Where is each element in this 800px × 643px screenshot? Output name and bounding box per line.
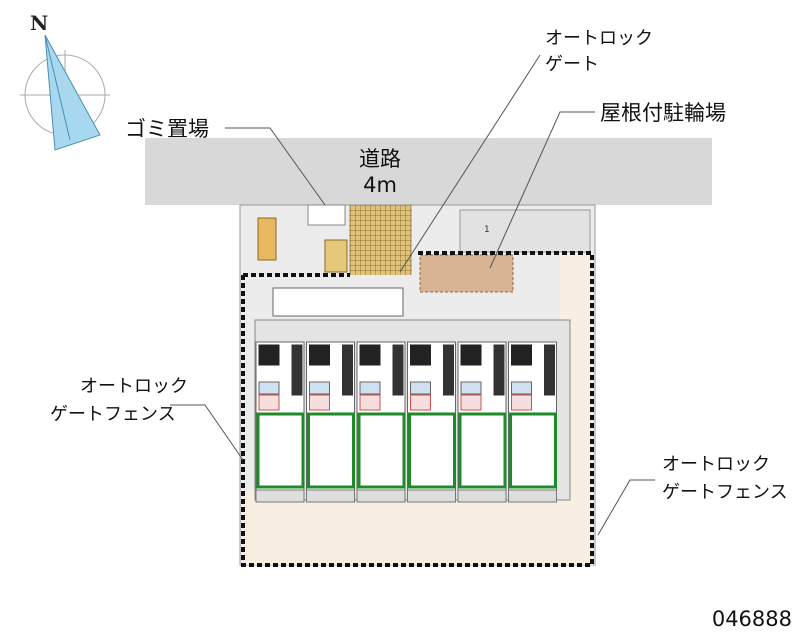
- balcony: [356, 489, 406, 503]
- fence-right-label-1: オートロック: [662, 454, 770, 475]
- north-compass-icon: N: [20, 11, 110, 151]
- storage: [443, 344, 454, 396]
- washroom: [511, 394, 532, 411]
- kitchen: [511, 344, 532, 366]
- bathroom: [410, 381, 431, 395]
- washroom: [258, 394, 280, 411]
- storage: [342, 344, 353, 396]
- kitchen: [410, 344, 431, 366]
- property-code: 046888: [712, 607, 792, 631]
- washroom: [309, 394, 330, 411]
- washroom: [410, 394, 431, 411]
- parking-space: [459, 209, 591, 253]
- washroom: [460, 394, 482, 411]
- bathroom: [511, 381, 532, 395]
- road-width: 4m: [363, 173, 397, 197]
- garbage-area: [349, 205, 412, 275]
- autolock-gate-label-1: オートロック: [545, 28, 653, 49]
- storage: [392, 344, 404, 396]
- bathroom: [359, 381, 381, 395]
- garbage-container: [324, 239, 348, 273]
- balcony: [407, 489, 456, 503]
- living-room: [408, 412, 456, 489]
- fence-left-label-1: オートロック: [80, 376, 188, 397]
- fence-left-label-2: ゲートフェンス: [50, 404, 176, 425]
- storage: [493, 344, 505, 396]
- balcony: [457, 489, 507, 503]
- road: [145, 138, 712, 205]
- fence-right-label-2: ゲートフェンス: [662, 482, 788, 503]
- garbage-label: ゴミ置場: [125, 117, 209, 141]
- autolock-gate-label-2: ゲート: [545, 54, 599, 75]
- living-room: [458, 412, 507, 489]
- balcony: [306, 489, 355, 503]
- bathroom: [460, 381, 482, 395]
- living-room: [357, 412, 406, 489]
- storage: [291, 344, 303, 396]
- autolock-fence: [241, 251, 594, 567]
- storage: [544, 344, 555, 396]
- living-room: [307, 412, 355, 489]
- stairs: [272, 287, 404, 317]
- living-room: [509, 412, 557, 489]
- living-room: [256, 412, 305, 489]
- bicycle-parking-label: 屋根付駐輪場: [600, 101, 726, 125]
- balcony: [508, 489, 557, 503]
- bicycle-parking: [419, 254, 514, 293]
- washroom: [359, 394, 381, 411]
- leader-lines: [170, 54, 655, 536]
- storage-box: [257, 217, 277, 261]
- bathroom: [309, 381, 330, 395]
- north-label: N: [30, 11, 48, 35]
- road-name: 道路: [359, 147, 401, 171]
- kitchen: [258, 344, 280, 366]
- bathroom: [258, 381, 280, 395]
- garbage-bin: [307, 204, 346, 226]
- kitchen: [460, 344, 482, 366]
- kitchen: [359, 344, 381, 366]
- kitchen: [309, 344, 330, 366]
- balcony: [255, 489, 305, 503]
- parking-number: 1: [484, 225, 490, 235]
